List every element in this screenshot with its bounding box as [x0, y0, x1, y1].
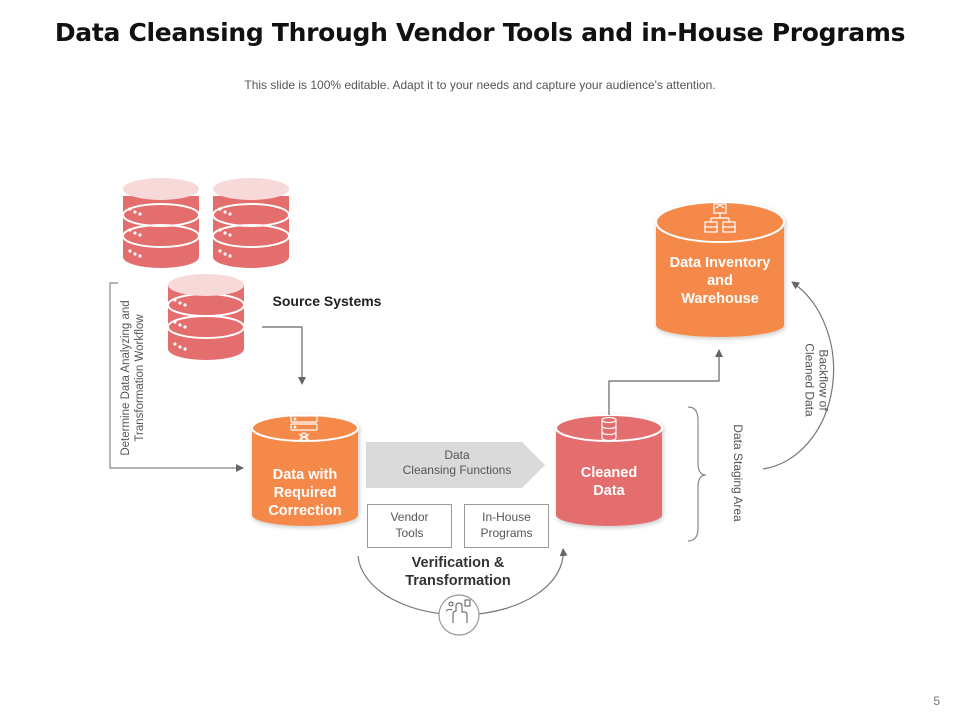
database-gear-icon: [601, 416, 617, 442]
workflow-label-line1: Determine Data Analyzing and: [120, 300, 133, 456]
verification-line2: Transformation: [405, 573, 511, 590]
vendor-tools-line2: Tools: [395, 526, 424, 540]
source-database-1: [122, 178, 200, 268]
inventory-line2: and: [707, 273, 733, 290]
inventory-line3: Warehouse: [681, 291, 759, 308]
inhouse-programs-box: In-House Programs: [464, 504, 549, 548]
correction-cylinder: [251, 414, 359, 526]
page-subtitle: This slide is 100% editable. Adapt it to…: [244, 78, 716, 92]
hierarchy-icon: [704, 203, 736, 233]
correction-line1: Data with: [272, 467, 338, 483]
page-number: 5: [933, 694, 940, 708]
cleansing-functions-label: Data Cleansing Functions: [378, 448, 536, 478]
page-title: Data Cleansing Through Vendor Tools and …: [54, 18, 906, 47]
staging-area-label: Data Staging Area: [731, 424, 746, 522]
cleaned-to-inventory-connector: [608, 349, 723, 415]
workflow-label: Determine Data Analyzing and Transformat…: [120, 300, 148, 455]
hand-touch-icon: [438, 594, 480, 636]
backflow-line2: Cleaned Data: [802, 343, 816, 417]
inventory-cylinder: [655, 201, 785, 337]
cleaned-line2: Data: [593, 483, 625, 500]
cleaned-line1: Cleaned: [580, 465, 638, 481]
inventory-label: Data Inventory and Warehouse: [656, 254, 784, 308]
cleansing-functions-line1: Data: [444, 448, 470, 462]
cleaned-data-label: Cleaned Data: [556, 464, 662, 500]
cleansing-functions-line2: Cleansing Functions: [402, 463, 512, 477]
backflow-arc: [762, 281, 835, 470]
source-database-2: [212, 178, 290, 268]
backflow-label: Backflow of Cleaned Data: [802, 343, 831, 417]
inventory-line1: Data Inventory: [669, 255, 771, 271]
correction-line2: Required: [273, 485, 337, 502]
verification-line1: Verification &: [411, 555, 505, 571]
source-database-3: [167, 274, 245, 360]
correction-label: Data with Required Correction: [252, 466, 358, 520]
vendor-tools-line1: Vendor: [390, 510, 429, 525]
server-bug-icon: [290, 415, 318, 442]
inhouse-programs-line1: In-House: [482, 510, 531, 525]
inhouse-programs-line2: Programs: [480, 526, 533, 540]
cleansing-arrow-shape: [366, 442, 545, 488]
staging-area-brace: [687, 406, 707, 542]
workflow-connector: [109, 282, 244, 472]
backflow-line1: Backflow of: [816, 349, 831, 411]
workflow-label-line2: Transformation Workflow: [134, 314, 146, 442]
source-to-correction-connector: [262, 326, 306, 385]
correction-line3: Correction: [268, 503, 342, 520]
verification-label: Verification & Transformation: [378, 554, 538, 590]
vendor-tools-box: Vendor Tools: [367, 504, 452, 548]
source-systems-label: Source Systems: [272, 293, 382, 309]
